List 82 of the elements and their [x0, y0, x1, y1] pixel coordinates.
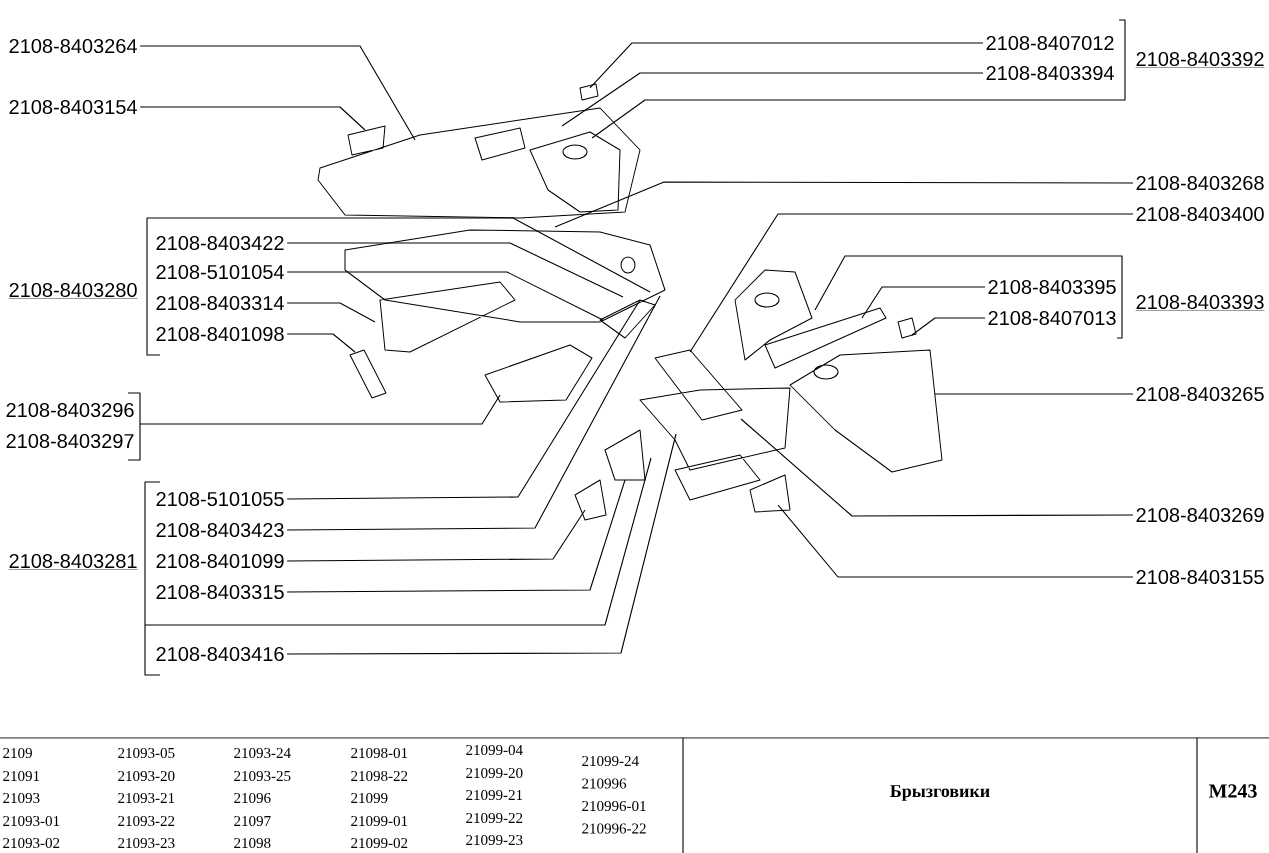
model-code: 210996-22 — [582, 823, 646, 834]
part-number: 2108-8403296 — [6, 402, 134, 418]
model-code: 21091 — [3, 770, 40, 782]
part-number: 2108-8401098 — [156, 326, 284, 342]
part-number: 2108-8403416 — [156, 646, 284, 662]
leader-line — [911, 317, 986, 336]
bracket-leader-line — [127, 392, 501, 461]
model-code: 21099-20 — [466, 767, 523, 779]
part-number: 2108-8403297 — [6, 433, 134, 449]
leader-line — [286, 302, 376, 323]
model-code: 21093-23 — [118, 837, 175, 849]
part-number: 2108-8403155 — [1136, 569, 1264, 585]
model-code: 21093-20 — [118, 770, 175, 782]
bracket-leader-line — [814, 255, 1123, 339]
leader-line — [286, 333, 356, 353]
bracket-leader-line — [146, 217, 651, 356]
assembly-number: 2108-8403392 — [1135, 51, 1265, 68]
part-number: 2108-8403422 — [156, 235, 284, 251]
model-code: 21098-01 — [351, 747, 408, 759]
leader-line — [286, 433, 677, 655]
part-number: 2108-8403423 — [156, 522, 284, 538]
model-code: 210996-01 — [582, 800, 646, 812]
model-code: 21099-23 — [466, 834, 523, 846]
model-code: 2109 — [3, 747, 32, 759]
part-number: 2108-8403264 — [9, 38, 137, 54]
model-code: 21099-21 — [466, 789, 523, 801]
part-number: 2108-8403315 — [156, 584, 284, 600]
leader-line — [934, 393, 1134, 395]
part-number: 2108-8403154 — [9, 99, 137, 115]
leader-line — [689, 213, 1134, 353]
part-number: 2108-8403394 — [986, 65, 1114, 81]
model-code: 21093-24 — [234, 747, 291, 759]
model-code: 21098 — [234, 837, 271, 849]
leader-line — [286, 271, 604, 321]
assembly-number: 2108-8403281 — [8, 553, 138, 570]
model-code: 21099-02 — [351, 837, 408, 849]
part-number: 2108-8403314 — [156, 295, 284, 311]
model-code: 21093-21 — [118, 792, 175, 804]
model-code: 21093 — [3, 792, 40, 804]
leader-line — [286, 295, 661, 531]
leader-line — [589, 42, 984, 89]
model-code: 21093-02 — [3, 837, 60, 849]
part-number: 2108-8401099 — [156, 553, 284, 569]
leader-line — [139, 45, 416, 141]
leader-line — [561, 72, 984, 127]
model-code: 21099-04 — [466, 744, 523, 756]
leader-line — [740, 418, 1134, 517]
assembly-number: 2108-8403280 — [8, 282, 138, 299]
part-number: 2108-8407013 — [988, 310, 1116, 326]
part-number: 2108-8403268 — [1136, 175, 1264, 191]
leader-line — [861, 286, 986, 319]
part-number: 2108-8403269 — [1136, 507, 1264, 523]
model-code: 21093-01 — [3, 815, 60, 827]
model-code: 21099-24 — [582, 755, 639, 767]
part-number: 2108-8407012 — [986, 35, 1114, 51]
leader-line — [286, 509, 586, 562]
sheet-code: M243 — [1208, 784, 1257, 798]
leader-line — [139, 106, 366, 131]
model-code: 21096 — [234, 792, 271, 804]
part-number: 2108-8403400 — [1136, 206, 1264, 222]
part-number: 2108-5101054 — [156, 264, 284, 280]
leader-line — [554, 181, 1134, 228]
sheet-title: Брызговики — [890, 785, 990, 801]
part-number: 2108-8403265 — [1136, 386, 1264, 402]
model-code: 21093-22 — [118, 815, 175, 827]
model-code: 21099-01 — [351, 815, 408, 827]
leader-line — [777, 504, 1134, 578]
bracket-leader-line — [591, 19, 1126, 139]
leader-line — [286, 299, 641, 500]
bracket-leader-line — [144, 457, 652, 676]
model-code: 21093-25 — [234, 770, 291, 782]
part-number: 2108-8403395 — [988, 279, 1116, 295]
leader-line — [286, 242, 624, 298]
model-code: 21099 — [351, 792, 388, 804]
model-code: 21093-05 — [118, 747, 175, 759]
model-code: 21099-22 — [466, 812, 523, 824]
leader-line — [286, 479, 626, 593]
part-number: 2108-5101055 — [156, 491, 284, 507]
model-code: 210996 — [582, 778, 627, 789]
model-code: 21098-22 — [351, 770, 408, 782]
model-code: 21097 — [234, 815, 271, 827]
assembly-number: 2108-8403393 — [1135, 294, 1265, 311]
